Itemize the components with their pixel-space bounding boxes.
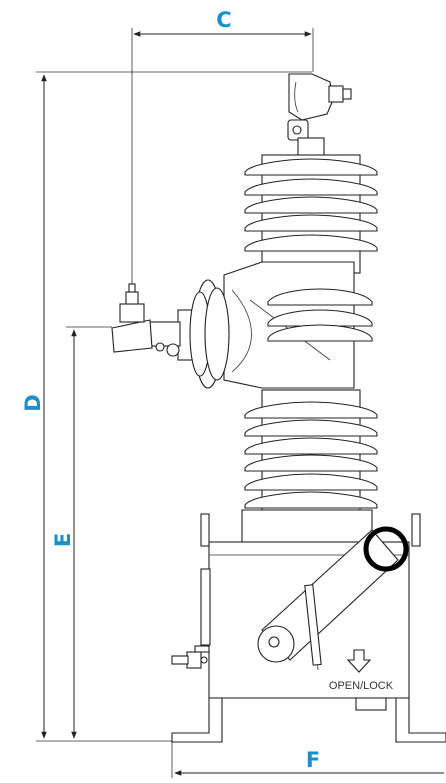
arrow-down-icon <box>346 649 372 673</box>
insulator-shed <box>244 491 378 509</box>
insulator-shed <box>244 214 378 232</box>
insulator-shed <box>244 401 378 419</box>
dimension-e-label: E <box>51 533 75 547</box>
side-bushing <box>111 261 373 389</box>
insulator-shed <box>267 288 373 306</box>
insulator-shed <box>267 309 373 327</box>
dimension-d-label: D <box>21 394 45 411</box>
insulator-shed <box>244 454 378 472</box>
insulator-shed <box>244 437 378 455</box>
dimension-e: E <box>51 326 112 739</box>
upper-insulator <box>244 154 378 274</box>
operating-handle <box>257 529 399 671</box>
lower-insulator <box>241 389 378 543</box>
open-lock-indicator: OPEN/LOCK <box>329 649 394 692</box>
handle-highlight-ring <box>363 526 409 572</box>
insulator-shed <box>267 324 373 342</box>
insulator-shed <box>244 158 378 176</box>
dimension-f: F <box>171 741 444 778</box>
dimension-f-label: F <box>306 748 320 772</box>
insulator-shed <box>244 419 378 437</box>
insulator-shed <box>244 234 378 252</box>
insulator-shed <box>244 196 378 214</box>
insulator-shed <box>244 178 378 196</box>
dimension-d: D <box>21 71 312 742</box>
open-lock-label: OPEN/LOCK <box>329 680 394 692</box>
dimension-c: C <box>131 8 314 300</box>
top-terminal <box>287 73 352 157</box>
dimension-c-label: C <box>216 8 231 32</box>
insulator-shed <box>244 473 378 491</box>
